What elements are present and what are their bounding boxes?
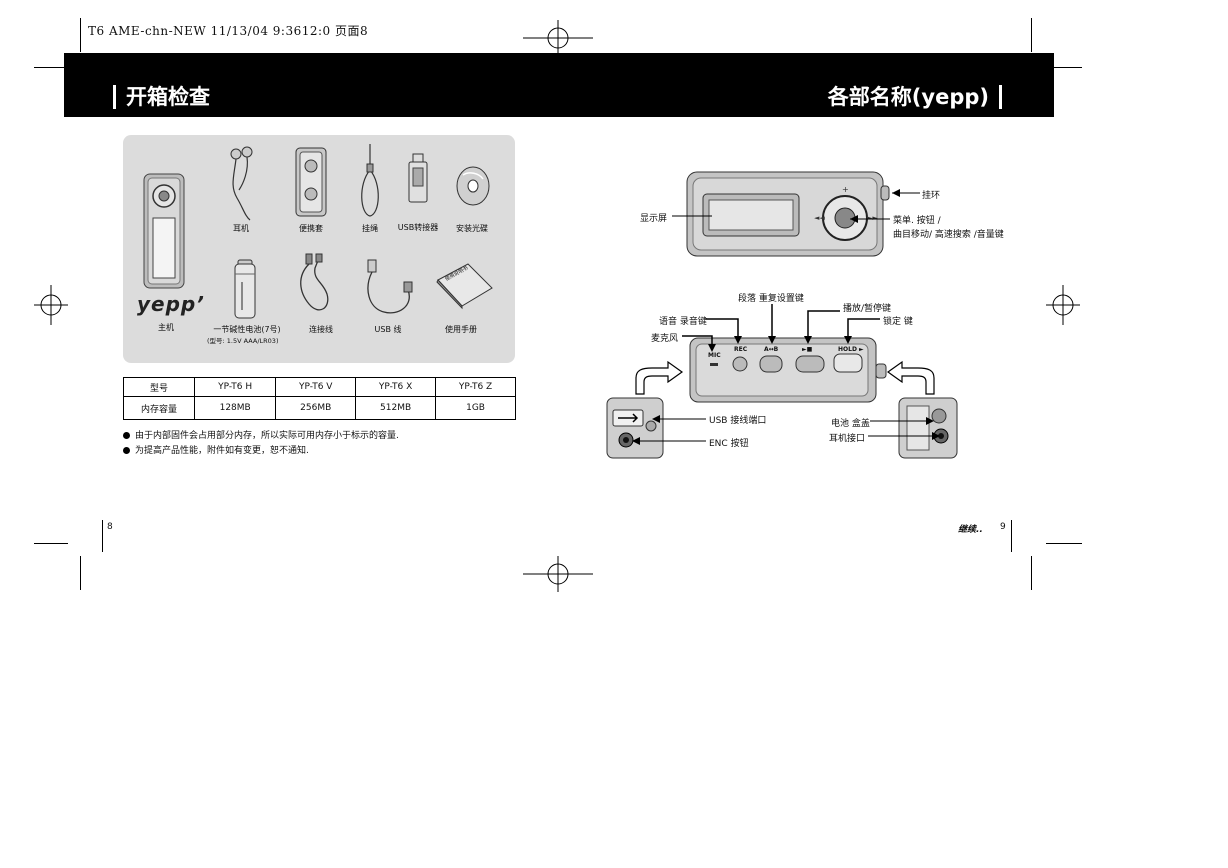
page-rule-right xyxy=(1011,520,1012,552)
label-menu-button-functions: 曲目移动/ 高速搜索 /音量键 xyxy=(893,230,1004,240)
player-top-icon xyxy=(689,337,887,403)
install-cd-icon xyxy=(456,166,490,206)
device-label-play: ►■ xyxy=(802,346,813,353)
label-mic: 麦克风 xyxy=(651,334,679,344)
battery-icon xyxy=(234,259,256,319)
item-label-usb-cable: USB 线 xyxy=(374,325,402,334)
earphones-icon xyxy=(230,146,253,221)
registration-mark-icon xyxy=(1046,285,1080,325)
page-number-left: 8 xyxy=(107,522,113,532)
item-label-main-unit: 主机 xyxy=(158,323,174,332)
main-unit-icon xyxy=(143,173,185,289)
note-line: 为提高产品性能，附件如有变更，恕不通知. xyxy=(123,443,309,456)
note-line: 由于内部固件会占用部分内存，所以实际可用内存小于标示的容量. xyxy=(123,428,399,441)
page-number-right: 9 xyxy=(1000,522,1006,532)
label-display: 显示屏 xyxy=(640,214,668,224)
curved-arrow-left-icon xyxy=(635,360,684,395)
label-strap-ring: 挂环 xyxy=(922,191,941,201)
svg-text:►►: ►► xyxy=(867,214,878,222)
label-lock: 锁定 键 xyxy=(883,317,913,327)
player-left-end-icon xyxy=(606,397,664,459)
print-slug: T6 AME-chn-NEW 11/13/04 9:3612:0 页面8 xyxy=(88,24,369,38)
item-label-carrying-case: 便携套 xyxy=(299,224,323,233)
item-label-battery: 一节碱性电池(7号) xyxy=(213,325,281,334)
svg-text:◄◄: ◄◄ xyxy=(814,214,825,222)
curved-arrow-right-icon xyxy=(886,360,935,395)
usb-adapter-icon xyxy=(408,153,428,203)
label-play-pause: 播放/暂停键 xyxy=(843,304,892,314)
crop-mark xyxy=(34,67,64,68)
table-cell: 128MB xyxy=(193,396,277,420)
bullet-icon xyxy=(123,432,130,439)
crop-mark xyxy=(1046,543,1082,544)
item-label-neck-strap: 挂绳 xyxy=(362,224,378,233)
label-usb-port: USB 接线端口 xyxy=(709,416,767,426)
registration-mark-icon xyxy=(523,20,593,56)
device-label-mic: MIC xyxy=(708,352,721,359)
device-label-rec: REC xyxy=(734,346,748,353)
page-title-left: 开箱检查 xyxy=(113,85,210,109)
player-right-end-icon xyxy=(898,397,958,459)
crop-mark xyxy=(80,556,81,590)
spec-table: 型号 YP-T6 H YP-T6 V YP-T6 X YP-T6 Z 内存容量 … xyxy=(123,377,516,420)
label-battery-cover: 电池 盒盖 xyxy=(831,419,870,429)
crop-mark xyxy=(1031,18,1032,52)
note-text: 为提高产品性能，附件如有变更，恕不通知. xyxy=(135,446,309,456)
note-text: 由于内部固件会占用部分内存，所以实际可用内存小于标示的容量. xyxy=(135,431,399,441)
header-bar xyxy=(64,53,1054,117)
label-enc-button: ENC 按钮 xyxy=(709,439,749,449)
label-earphone-jack: 耳机接口 xyxy=(829,434,866,444)
bullet-icon xyxy=(123,447,130,454)
usb-cable-icon xyxy=(367,259,413,314)
item-label-earphones: 耳机 xyxy=(233,224,249,233)
table-row: 内存容量 128MB 256MB 512MB 1GB xyxy=(123,396,516,420)
device-label-hold: HOLD ► xyxy=(838,346,864,353)
registration-mark-icon xyxy=(34,285,68,325)
table-cell: 512MB xyxy=(355,396,437,420)
device-label-ab: A↔B xyxy=(764,346,779,353)
page-rule-left xyxy=(102,520,103,552)
svg-text:+: + xyxy=(842,185,849,194)
neck-strap-icon xyxy=(361,144,379,217)
page-title-right: 各部名称(yepp) xyxy=(828,85,1002,109)
item-note-battery: (型号: 1.5V AAA/LR03) xyxy=(207,337,279,345)
item-label-install-cd: 安装光碟 xyxy=(456,224,488,233)
crop-mark xyxy=(1054,67,1082,68)
carrying-case-icon xyxy=(295,147,327,217)
table-cell: 内存容量 xyxy=(123,396,195,420)
table-cell: 1GB xyxy=(435,396,516,420)
item-label-usb-adapter: USB转接器 xyxy=(397,223,439,232)
item-label-user-manual: 使用手册 xyxy=(445,325,477,334)
crop-mark xyxy=(80,18,81,52)
table-cell: 256MB xyxy=(275,396,357,420)
crop-mark xyxy=(34,543,68,544)
table-row: 型号 YP-T6 H YP-T6 V YP-T6 X YP-T6 Z xyxy=(123,377,516,397)
label-section-repeat: 段落 重复设置键 xyxy=(738,294,804,304)
continued-label: 继续.. xyxy=(958,525,983,535)
brand-logo: yepp’ xyxy=(137,292,205,316)
user-manual-icon xyxy=(436,263,493,310)
label-voice-record: 语音 录音键 xyxy=(659,317,707,327)
label-menu-button: 菜单. 按钮 / xyxy=(893,216,941,226)
connection-cable-icon xyxy=(300,253,329,311)
registration-mark-icon xyxy=(523,556,593,592)
item-label-connection-cable: 连接线 xyxy=(309,325,333,334)
crop-mark xyxy=(1031,556,1032,590)
player-front-icon: + ◄◄ ►► xyxy=(686,171,890,257)
